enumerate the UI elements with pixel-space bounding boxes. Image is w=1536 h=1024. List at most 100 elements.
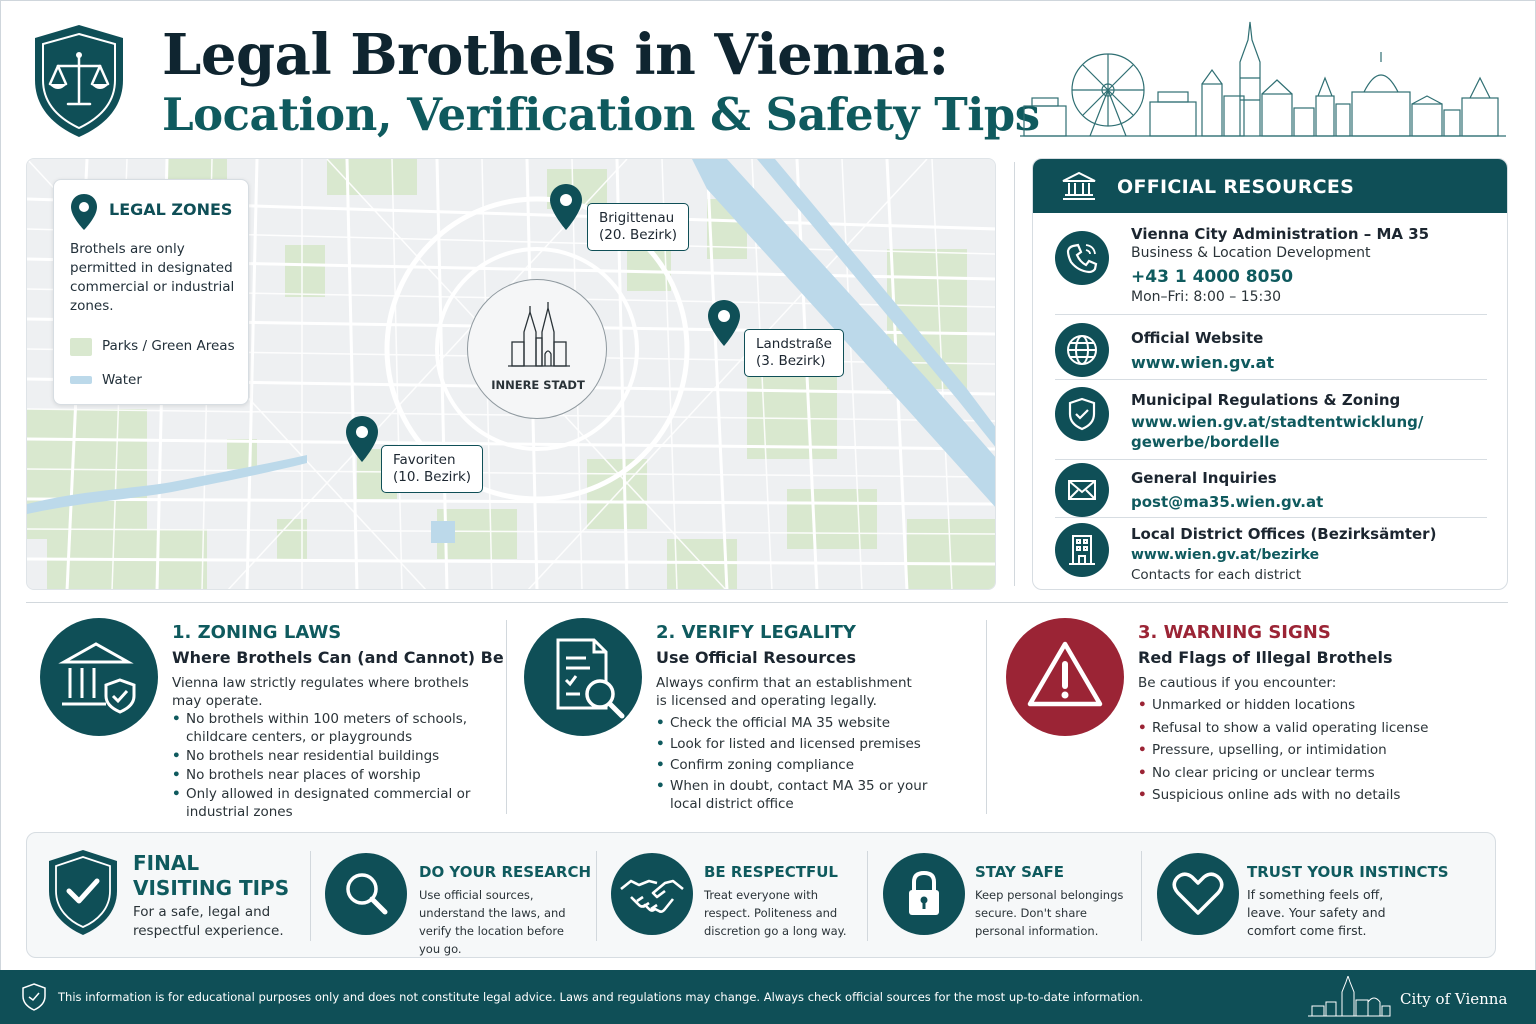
divider <box>1055 459 1487 460</box>
scales-shield-icon <box>35 25 123 137</box>
warning-triangle-icon <box>1006 618 1124 736</box>
list-item: Only allowed in designated commercial or… <box>172 785 472 821</box>
red-flags-list: Unmarked or hidden locations Refusal to … <box>1138 696 1458 805</box>
section-title: 3. WARNING SIGNS <box>1138 622 1331 643</box>
building-icon[interactable] <box>1055 523 1109 577</box>
footer: This information is for educational purp… <box>0 970 1536 1024</box>
resource-item-website: Official Website www.wien.gv.at <box>1033 323 1507 379</box>
final-tips-title-line2: VISITING TIPS <box>133 876 290 900</box>
tip-trust-your-instincts: TRUST YOUR INSTINCTS If something feels … <box>1157 833 1457 959</box>
courthouse-shield-icon <box>40 618 158 736</box>
disclaimer-text: This information is for educational purp… <box>58 990 1144 1004</box>
list-item: Check the official MA 35 website <box>656 714 936 732</box>
district-label-brigittenau[interactable]: Brigittenau (20. Bezirk) <box>587 203 690 251</box>
map-pin-brigittenau-icon[interactable] <box>549 183 583 231</box>
envelope-icon[interactable] <box>1055 463 1109 517</box>
magnifier-icon <box>325 853 407 935</box>
resources-header: OFFICIAL RESOURCES <box>1033 159 1507 213</box>
park-swatch <box>70 338 92 356</box>
zoning-link[interactable]: www.wien.gv.at/stadtentwicklung/ <box>1131 413 1424 431</box>
legend-description: Brothels are only permitted in designate… <box>70 241 235 314</box>
shield-check-icon <box>49 850 117 935</box>
resources-title: OFFICIAL RESOURCES <box>1117 176 1355 198</box>
legend-item-parks: Parks / Green Areas <box>102 338 235 354</box>
resource-name: Official Website <box>1131 329 1264 347</box>
resource-name: Vienna City Administration – MA 35 <box>1131 225 1430 243</box>
tip-stay-safe: STAY SAFE Keep personal belongings secur… <box>883 833 1143 959</box>
divider <box>596 851 597 941</box>
tip-title: BE RESPECTFUL <box>704 863 838 881</box>
legend-item-water: Water <box>102 372 142 388</box>
resource-item-ma35: Vienna City Administration – MA 35 Busin… <box>1033 225 1507 315</box>
vienna-skyline-illustration <box>1020 21 1506 137</box>
tip-text: Keep personal belongings secure. Don't s… <box>975 888 1124 938</box>
list-item: Suspicious online ads with no details <box>1138 786 1458 804</box>
list-item: Confirm zoning compliance <box>656 756 936 774</box>
district-number: (3. Bezirk) <box>756 353 826 369</box>
website-link[interactable]: www.wien.gv.at <box>1131 353 1275 372</box>
list-item: When in doubt, contact MA 35 or your loc… <box>656 777 936 813</box>
resource-item-regulations: Municipal Regulations & Zoning www.wien.… <box>1033 387 1507 453</box>
list-item: Unmarked or hidden locations <box>1138 696 1458 714</box>
city-skyline-icon <box>1308 976 1391 1017</box>
resource-name: Municipal Regulations & Zoning <box>1131 391 1401 409</box>
final-tips-subtitle: For a safe, legal and respectful experie… <box>133 904 284 939</box>
divider <box>1055 517 1487 518</box>
resource-subtitle: Business & Location Development <box>1131 245 1371 261</box>
legend-box: LEGAL ZONES Brothels are only permitted … <box>53 179 249 405</box>
district-name: Landstraße <box>756 336 832 352</box>
final-tips-header: FINAL VISITING TIPS For a safe, legal an… <box>45 833 305 959</box>
vienna-map: LEGAL ZONES Brothels are only permitted … <box>26 158 996 590</box>
map-pin-favoriten-icon[interactable] <box>345 415 379 463</box>
district-label-landstrasse[interactable]: Landstraße (3. Bezirk) <box>744 329 844 377</box>
final-tips-title: FINAL VISITING TIPS <box>133 851 289 901</box>
globe-icon[interactable] <box>1055 323 1109 377</box>
divider <box>310 851 311 941</box>
cathedral-icon <box>508 302 570 367</box>
section-zoning-laws: 1. ZONING LAWS Where Brothels Can (and C… <box>40 612 504 822</box>
divider <box>867 851 868 941</box>
divider <box>1055 314 1487 315</box>
header: Legal Brothels in Vienna: Location, Veri… <box>0 0 1536 150</box>
document-search-icon <box>524 618 642 736</box>
divider <box>1141 851 1142 941</box>
district-number: (20. Bezirk) <box>599 227 678 243</box>
district-name: Brigittenau <box>599 210 675 226</box>
resource-name: General Inquiries <box>1131 469 1277 487</box>
district-name: Favoriten <box>393 452 456 468</box>
innere-stadt-marker: INNERE STADT <box>467 279 607 419</box>
shield-check-icon[interactable] <box>1055 387 1109 441</box>
tip-text: Treat everyone with respect. Politeness … <box>704 888 847 938</box>
map-pin-icon <box>71 194 97 230</box>
resource-name: Local District Offices (Bezirksämter) <box>1131 525 1437 543</box>
district-offices-note: Contacts for each district <box>1131 567 1302 583</box>
list-item: No brothels near residential buildings <box>172 747 472 765</box>
official-resources-panel: OFFICIAL RESOURCES Vienna City Administr… <box>1032 158 1508 590</box>
tip-be-respectful: BE RESPECTFUL Treat everyone with respec… <box>611 833 871 959</box>
zoning-link-continued[interactable]: gewerbe/bordelle <box>1131 433 1280 451</box>
tip-title: TRUST YOUR INSTINCTS <box>1247 863 1449 881</box>
section-intro: Always confirm that an establishment is … <box>656 675 912 709</box>
divider <box>1014 162 1015 586</box>
district-offices-link[interactable]: www.wien.gv.at/bezirke <box>1131 547 1320 563</box>
page-subtitle: Location, Verification & Safety Tips <box>162 88 1040 141</box>
resource-item-district-offices: Local District Offices (Bezirksämter) ww… <box>1033 523 1507 585</box>
divider <box>26 602 1508 603</box>
section-subtitle: Red Flags of Illegal Brothels <box>1138 648 1393 667</box>
resource-item-inquiries: General Inquiries post@ma35.wien.gv.at <box>1033 463 1507 519</box>
padlock-icon <box>883 853 965 935</box>
email-link[interactable]: post@ma35.wien.gv.at <box>1131 493 1324 511</box>
district-label-favoriten[interactable]: Favoriten (10. Bezirk) <box>381 445 484 493</box>
phone-icon[interactable] <box>1055 231 1109 285</box>
section-verify-legality: 2. VERIFY LEGALITY Use Official Resource… <box>524 612 974 822</box>
tip-text: Use official sources, understand the law… <box>419 888 566 956</box>
list-item: Look for listed and licensed premises <box>656 735 936 753</box>
map-pin-landstrasse-icon[interactable] <box>707 299 741 347</box>
phone-number-link[interactable]: +43 1 4000 8050 <box>1131 267 1294 287</box>
list-item: No brothels within 100 meters of schools… <box>172 710 472 746</box>
handshake-icon <box>611 853 693 935</box>
divider <box>1055 379 1487 380</box>
section-subtitle: Where Brothels Can (and Cannot) Be <box>172 648 504 667</box>
opening-hours: Mon–Fri: 8:00 – 15:30 <box>1131 289 1282 305</box>
zoning-rules-list: No brothels within 100 meters of schools… <box>172 710 472 822</box>
